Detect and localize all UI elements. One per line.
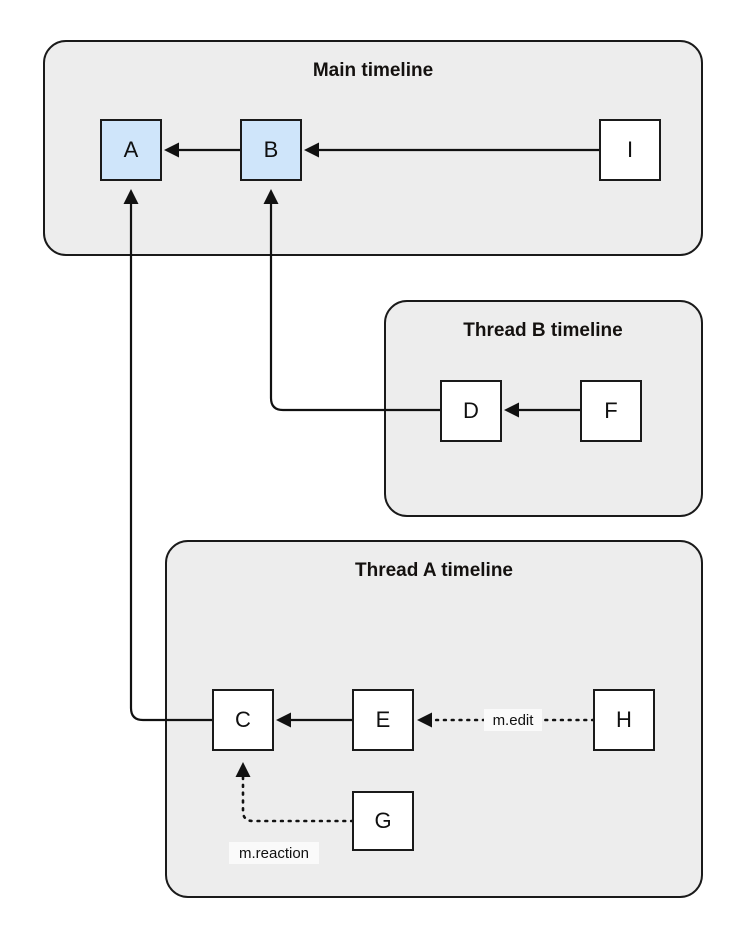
edge-label-text: m.reaction [239,845,309,862]
event-label: D [463,398,479,423]
event-box [580,380,642,442]
arrowhead-icon [417,712,432,728]
event-node-I: I [599,119,661,181]
event-node-E: E [352,689,414,751]
event-label: B [264,137,279,162]
edge-label-background [229,842,319,864]
edge-label-H-to-E: m.edit [484,709,542,731]
edge-F-to-D [504,402,581,418]
event-node-G: G [352,791,414,851]
event-box [599,119,661,181]
event-box [352,791,414,851]
event-label: E [376,707,391,732]
event-box [593,689,655,751]
timeline-container-thread-b: Thread B timeline [384,300,703,517]
event-label: I [627,137,633,162]
edge-line [241,767,355,823]
timeline-container-main: Main timeline [43,40,703,256]
edge-label-background [484,709,542,731]
edge-I-to-B [304,142,600,158]
event-label: A [124,137,139,162]
event-node-B: B [240,119,302,181]
event-label: G [374,808,391,833]
event-box [352,689,414,751]
event-node-H: H [593,689,655,751]
event-node-A: A [100,119,162,181]
timeline-title: Thread B timeline [463,320,622,341]
event-label: H [616,707,632,732]
event-box [212,689,274,751]
edge-line [129,196,213,722]
edge-D-to-B [263,189,441,412]
event-node-F: F [580,380,642,442]
event-node-D: D [440,380,502,442]
arrowhead-icon [276,712,291,728]
arrowhead-icon [263,189,279,204]
edge-labels-layer: m.edit m.reaction [229,709,542,864]
arrowhead-icon [235,762,251,777]
event-box [240,119,302,181]
edge-B-to-A [164,142,241,158]
event-label: F [604,398,617,423]
edge-C-to-A [123,189,213,722]
edge-label-text: m.edit [493,712,535,729]
arrowhead-icon [304,142,319,158]
edge-E-to-C [276,712,353,728]
event-label: C [235,707,251,732]
arrowhead-icon [123,189,139,204]
arrowhead-icon [164,142,179,158]
timeline-container-shape [384,300,703,517]
arrowhead-icon [504,402,519,418]
nodes-layer: A B I D F C E H G [100,119,661,851]
timeline-container-shape [43,40,703,256]
edge-label-G-to-C: m.reaction [229,842,319,864]
timeline-title: Main timeline [313,60,433,81]
event-box [440,380,502,442]
edge-G-to-C [235,762,355,823]
event-node-C: C [212,689,274,751]
event-box [100,119,162,181]
edge-line [269,196,441,412]
timeline-title: Thread A timeline [355,560,513,581]
